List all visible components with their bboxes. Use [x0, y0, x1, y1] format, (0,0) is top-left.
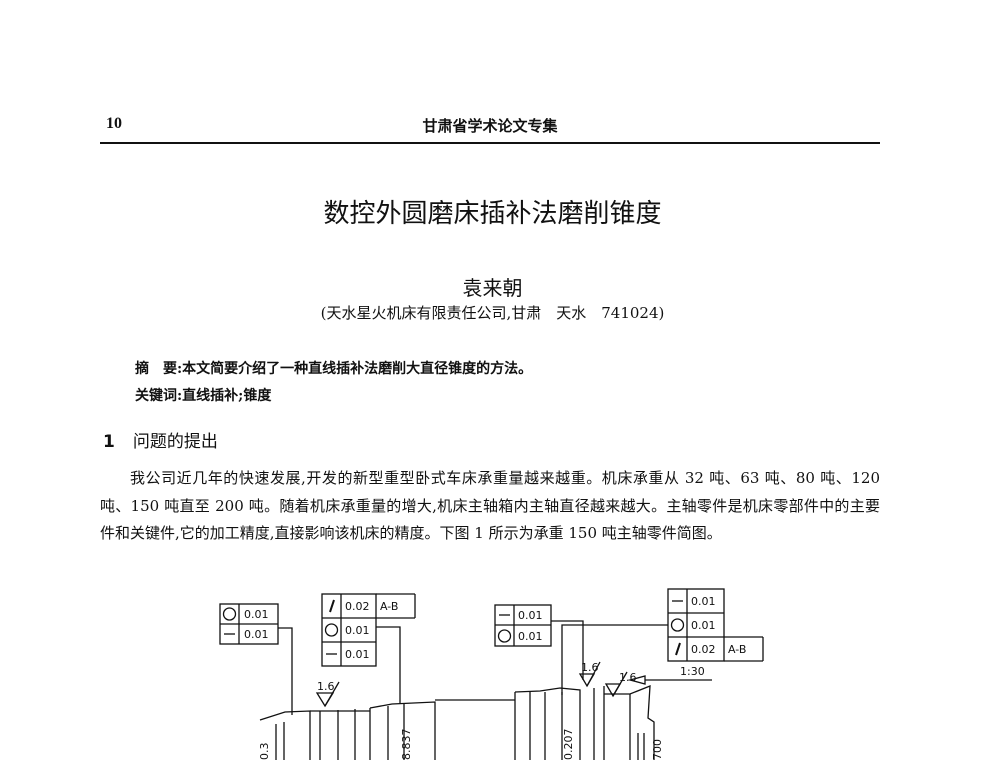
- article-title: 数控外圆磨床插补法磨削锥度: [323, 199, 662, 229]
- page-number: 10: [106, 115, 122, 132]
- circularity-icon: [324, 623, 339, 637]
- cylindricity-icon: [670, 618, 685, 632]
- svg-text:700: 700: [651, 739, 664, 760]
- svg-text:0.01: 0.01: [691, 619, 716, 632]
- header-rule: [100, 142, 880, 144]
- svg-text:0.02: 0.02: [345, 600, 370, 613]
- roughness-icon: [315, 692, 335, 708]
- svg-text:8.837: 8.837: [400, 729, 413, 760]
- tolerance-frame-4: [561, 588, 764, 695]
- runout-icon: [329, 599, 335, 613]
- runout-icon: [675, 642, 681, 656]
- taper-label: 1:30: [680, 665, 705, 678]
- roughness-label: 1.6: [317, 680, 335, 693]
- circularity-icon: [497, 629, 512, 643]
- roughness-label: 1.6: [581, 661, 599, 674]
- svg-text:0.01: 0.01: [518, 609, 543, 622]
- svg-text:A-B: A-B: [728, 643, 746, 656]
- section-title: 问题的提出: [132, 432, 218, 452]
- roughness-label: 1.6: [619, 671, 637, 684]
- svg-text:0.207: 0.207: [562, 729, 575, 760]
- section-number: 1: [103, 432, 115, 452]
- section-heading: 1 问题的提出: [103, 427, 218, 452]
- body-paragraph: 我公司近几年的快速发展,开发的新型重型卧式车床承重量越来越重。机床承重从 32 …: [100, 469, 880, 542]
- svg-text:0.01: 0.01: [518, 630, 543, 643]
- svg-text:0.3: 0.3: [258, 743, 271, 760]
- svg-text:A-B: A-B: [380, 600, 398, 613]
- svg-text:0.01: 0.01: [244, 608, 269, 621]
- shaft-profile: [259, 685, 655, 760]
- tolerance-frame-3: [494, 604, 584, 680]
- keywords: 关键词:直线插补;锥度: [135, 388, 272, 404]
- tolerance-frame-2: [321, 593, 416, 703]
- author: 袁来朝: [462, 276, 523, 300]
- svg-text:0.01: 0.01: [244, 628, 269, 641]
- running-header: 甘肃省学术论文专集: [422, 117, 558, 135]
- svg-text:0.01: 0.01: [345, 648, 370, 661]
- svg-text:0.02: 0.02: [691, 643, 716, 656]
- affiliation: (天水星火机床有限责任公司,甘肃 天水 741024): [320, 304, 665, 322]
- circularity-icon: [222, 607, 237, 621]
- svg-text:0.01: 0.01: [691, 595, 716, 608]
- svg-text:0.01: 0.01: [345, 624, 370, 637]
- tolerance-frame-1: [219, 603, 293, 715]
- abstract: 摘 要:本文简要介绍了一种直线插补法磨削大直径锥度的方法。: [135, 361, 533, 377]
